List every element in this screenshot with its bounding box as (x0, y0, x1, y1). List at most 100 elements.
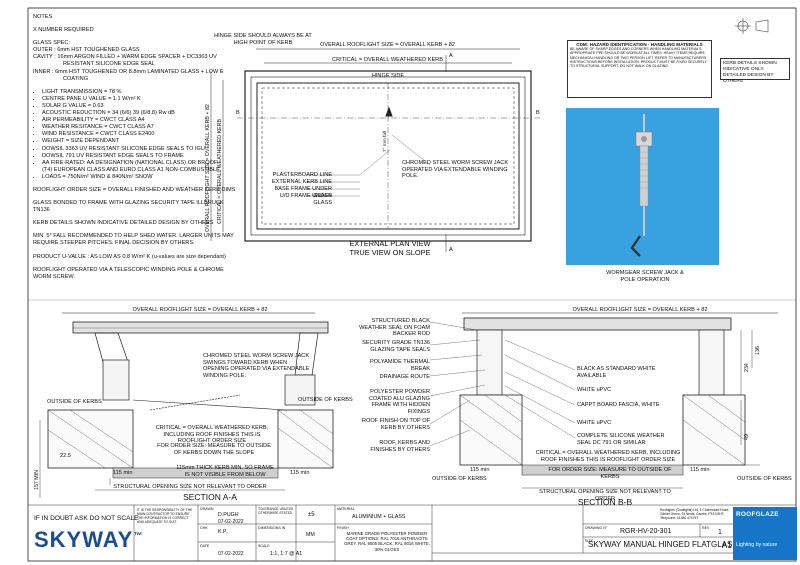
section-marker-a-bottom: A (449, 247, 453, 253)
plan-legend-base-frame: BASE FRAME UNDER GLASS (274, 186, 333, 199)
plan-critical-width: CRITICAL = OVERALL WEATHERED KERB (332, 57, 443, 63)
section-marker-b-left: B (236, 110, 240, 116)
spec-bullet: WEIGHT = SIZE DEPENDANT (42, 138, 238, 145)
hinge-note: HINGE SIDE SHOULD ALWAYS BE AT HIGH POIN… (214, 33, 312, 46)
spec-bullet: CENTRE PANE U VALUE = 1.1 W/m² K (42, 96, 238, 103)
glass-inner-2: COATING (63, 75, 89, 82)
tb-address: Rooflights (Coatlights) Ltd, 1 Chelmsfor… (660, 508, 730, 520)
glass-outer: OUTER : 6mm HST TOUGHENED GLASS (33, 47, 140, 54)
plan-view (210, 48, 540, 252)
glass-spec-title: GLASS SPEC: (33, 40, 70, 47)
spec-bullet: LIGHT TRANSMISSION = 78 % (42, 89, 238, 96)
plan-overall-height: OVERALL ROOFLIGHT SIZE = OVERALL KERB + … (205, 104, 211, 232)
sb-label-powder-coated: POLYESTER POWDER COATED ALU GLAZING FRAM… (368, 389, 430, 415)
spec-bullets: LIGHT TRANSMISSION = 78 % CENTRE PANE U … (33, 89, 238, 181)
sa-dim-115-right: 115 min (290, 470, 310, 476)
tb-finish-val: MARINE GRADE POLYESTER POWDER COAT OPTIO… (344, 531, 430, 552)
general-notes: NOTES X NUMBER REQUIRED GLASS SPEC: OUTE… (33, 14, 238, 281)
tb-drawing-val: RGR-HV-20-301 (620, 528, 672, 535)
tb-scale-label: SCALE (258, 544, 270, 548)
spec-bullet: DOWSIL 3363 UV RESISTANT SILICONE EDGE S… (42, 146, 238, 153)
spec-bullet: SOLAR G VALUE = 0.63 (42, 103, 238, 110)
plan-legend-plasterboard: PLASTERBOARD LINE (272, 172, 332, 178)
photo-caption: WORMGEAR SCREW JACK &POLE OPERATION (600, 270, 690, 283)
sb-label-glazing-tape: SECURITY GRADE TN136 GLAZING TAPE SEALS (362, 340, 430, 353)
sb-label-weather-seal: STRUCTURED BLACK WEATHER SEAL ON FOAM BA… (359, 318, 430, 338)
sb-outside-right: OUTSIDE OF KERBS (737, 476, 792, 482)
tb-rev-val: 1 (718, 529, 722, 536)
note-u-value: PRODUCT U-VALUE : AS LOW AS 0.8 W/m² K (… (33, 253, 226, 260)
plan-hinge-side: HINGE SIDE (371, 73, 405, 79)
tb-date-label: DATE (200, 544, 210, 548)
tb-dim-label: DIMENSIONS IN (258, 526, 286, 530)
tb-scale-val: 1:1, 1:7 @ A1 (270, 551, 303, 557)
tb-finish-label: FINISH (337, 526, 349, 530)
sb-label-silicone-seal: COMPLETE SILICONE WEATHER SEAL DC 791 OR… (577, 433, 665, 446)
plan-legend-external-kerb: EXTERNAL KERB LINE (271, 179, 332, 185)
sa-order-size: FOR ORDER SIZE: MEASURE TO OUTSIDE OF KE… (157, 443, 271, 456)
roofglaze-logo: ROOFGLAZE Lighting by nature (733, 507, 797, 560)
notes-heading: NOTES (33, 14, 53, 20)
tb-date-1: 07-02-2022 (218, 519, 244, 525)
sb-dim-136: 136 (755, 346, 761, 355)
tb-material-val: ALUMINIUM + GLASS (352, 514, 406, 520)
sb-dim-115-left: 115 min (470, 467, 490, 473)
roofglaze-tagline: Lighting by nature (736, 542, 778, 548)
sb-dim-234: 234 (744, 363, 750, 372)
tb-material-label: MATERIAL (337, 507, 355, 511)
sa-kerb-note: 115mm THICK KERB MIN. SO FRAME IS NOT VI… (176, 465, 274, 478)
sa-overall: OVERALL ROOFLIGHT SIZE = OVERALL KERB + … (132, 307, 268, 313)
tb-dim-val: MM (306, 532, 315, 538)
section-marker-a-top: A (449, 53, 453, 59)
tb-size-label: SIZE (585, 539, 593, 543)
sb-dim-115-right: 115 min (690, 467, 710, 473)
sb-label-roof-finish: ROOF FINISH ON TOP OF KERB BY OTHERS (361, 418, 430, 431)
tb-tol-label: TOLERANCE UNLESS OTHERWISE STATED (258, 507, 294, 515)
spec-bullet: AIR PERMEABILITY = CWCT CLASS A4 (42, 117, 238, 124)
brand-name: SKYWAY (34, 527, 134, 552)
roofglaze-name: ROOFGLAZE (736, 511, 779, 518)
plan-min-fall: 7° min fall (383, 130, 388, 152)
sb-order-size: FOR ORDER SIZE: MEASURE TO OUTSIDE OF KE… (548, 467, 672, 480)
glass-cavity-1: CAVITY : 16mm ARGON FILLED + WARM EDGE S… (33, 54, 217, 61)
if-in-doubt: IF IN DOUBT ASK DO NOT SCALE (34, 515, 139, 522)
section-marker-b-right: B (536, 110, 540, 116)
sa-dim-225: 22.5 (60, 453, 71, 459)
plan-title-1: EXTERNAL PLAN VIEW (349, 239, 431, 248)
spec-bullet: WIND RESISTANCE = CWCT CLASS E2400 (42, 131, 238, 138)
tb-checked-label: CHK (200, 526, 208, 530)
section-aa (39, 312, 334, 498)
section-aa-title: SECTION A-A (183, 492, 237, 502)
wormgear-jack-illustration (630, 114, 653, 257)
skyway-logo: SKYWAY™ (34, 527, 144, 552)
section-bb-title: SECTION B-B (577, 497, 633, 507)
photo-caption-1: WORMGEAR SCREW JACK & (606, 270, 684, 276)
sb-critical: CRITICAL = OVERALL WEATHERED KERB, INCLU… (535, 450, 681, 463)
note-order-size: ROOFLIGHT ORDER SIZE = OVERALL FINISHED … (33, 186, 236, 193)
projection-symbol (735, 18, 769, 34)
sb-label-white-upvc-2: WHITE uPVC (577, 420, 612, 426)
hazard-title: CDM: HAZARD IDENTIFICATION - HANDLING MA… (576, 42, 703, 47)
spec-bullet: (T4) EUROPEAN CLASS AND EURO CLASS A1 NO… (42, 166, 220, 173)
sb-overall: OVERALL ROOFLIGHT SIZE = OVERALL KERB + … (572, 307, 708, 313)
glass-inner-1: INNER : 6mm HST TOUGHENED OR 8.8mm LAMIN… (33, 68, 224, 75)
hazard-box: CDM: HAZARD IDENTIFICATION - HANDLING MA… (567, 40, 712, 98)
spec-bullet: WEATHER RESITANCE = CWCT CLASS A7 (42, 124, 238, 131)
sb-structural: STRUCTURAL OPENING SIZE NOT RELEVANT TO … (539, 489, 671, 502)
tb-size-val: A1 (722, 541, 732, 550)
tb-drawn-label: DRAWN (200, 507, 214, 511)
sb-label-white-upvc-1: WHITE uPVC (577, 387, 612, 393)
sa-dim-115-left: 115 min (113, 470, 133, 476)
spec-bullet: LOADS = 750N/m² WIND & 840N/m² SNOW (42, 174, 238, 181)
sb-outside-left: OUTSIDE OF KERBS (432, 476, 487, 482)
note-min-fall: MIN. 5° FALL RECOMMENDED TO HELP SHED WA… (33, 233, 234, 247)
plan-overall-width: OVERALL ROOFLIGHT SIZE = OVERALL KERB + … (319, 42, 456, 48)
wormgear-photo (566, 108, 719, 265)
sb-label-drainage: DRAINAGE ROUTE (379, 374, 430, 380)
plan-critical-height: CRITICAL = OVERALL WEATHERED KERB (217, 118, 223, 224)
sb-dim-49: 49 (744, 434, 750, 440)
titleblock-grid (28, 504, 796, 561)
plan-title-2: TRUE VIEW ON SLOPE (349, 248, 431, 257)
